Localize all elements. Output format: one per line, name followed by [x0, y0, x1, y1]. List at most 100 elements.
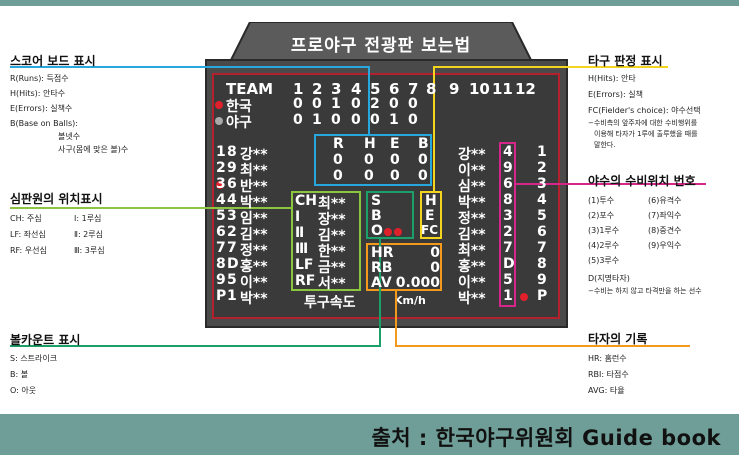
- umpire-position: Ⅲ: [295, 241, 309, 257]
- judge-label: H: [425, 193, 437, 209]
- rhe-value: 0: [390, 152, 400, 168]
- lineup-name: 박**: [458, 195, 486, 211]
- lineup-name: 박**: [240, 195, 268, 211]
- stat-label: AV: [371, 275, 392, 291]
- inning-score: 0: [293, 112, 303, 128]
- lineup-name: 정**: [240, 243, 268, 259]
- judge-anno-title: 타구 판정 표시: [588, 54, 663, 68]
- lineup-order: 1: [216, 144, 226, 160]
- lineup-name: 정**: [458, 211, 486, 227]
- judge-anno-line: H(Hits): 안타: [588, 74, 636, 83]
- lineup-order: 4: [537, 192, 547, 208]
- umpire-name: 한**: [318, 244, 346, 260]
- count-label: S: [371, 193, 382, 209]
- left-batter-marker: [216, 181, 224, 189]
- umpire-anno-line: CH: 주심: [10, 214, 42, 223]
- judge-anno-line: −수비측의 앞주자에 대한 수비행위를: [588, 119, 698, 127]
- stat-label: HR: [371, 245, 394, 261]
- umpire-highlight: [291, 191, 361, 291]
- judge-anno-line: 말한다.: [594, 141, 616, 149]
- lineup-order: 4: [216, 192, 226, 208]
- stat-value: 0: [430, 260, 440, 276]
- lineup-order: 1: [537, 144, 547, 160]
- count-anno-line: S: 스트라이크: [10, 354, 58, 363]
- lineup-order: 5: [537, 208, 547, 224]
- position-anno-line: (3)1루수: [588, 226, 620, 235]
- rhe-value: 0: [364, 152, 374, 168]
- lineup-position: 5: [227, 272, 237, 288]
- rhe-value: 0: [390, 168, 400, 184]
- lineup-position: 5: [503, 272, 513, 288]
- inning-number: 10: [469, 80, 490, 98]
- lineup-order: P: [537, 288, 548, 304]
- count-label: O: [371, 223, 383, 239]
- lineup-order: 9: [216, 272, 226, 288]
- count-highlight: [366, 191, 414, 239]
- inning-score: 0: [312, 96, 322, 112]
- count-anno-title: 볼카운트 표시: [10, 333, 81, 347]
- team2-name: 야구: [226, 115, 252, 131]
- lineup-name: 이**: [458, 163, 486, 179]
- inning-number: 3: [331, 80, 342, 98]
- inning-score: 0: [370, 112, 380, 128]
- inning-number: 9: [449, 80, 460, 98]
- inning-score: 1: [312, 112, 322, 128]
- lineup-order: 7: [216, 240, 226, 256]
- out-dot-1: [384, 228, 392, 236]
- umpire-position: LF: [295, 257, 314, 273]
- lineup-position: 6: [503, 176, 513, 192]
- lineup-name: 홍**: [240, 259, 268, 275]
- umpire-position: Ⅰ: [295, 209, 301, 225]
- lineup-order: 6: [537, 224, 547, 240]
- judge-label: E: [425, 208, 435, 224]
- lineup-name: 김**: [458, 227, 486, 243]
- lineup-position: 4: [503, 144, 513, 160]
- count-label: B: [371, 208, 382, 224]
- inning-number: 11: [492, 80, 513, 98]
- batter-anno-line: HR: 홈런수: [588, 354, 627, 363]
- scoreboard-anno-line: H(Hits): 안타수: [10, 89, 66, 98]
- speed-unit: Km/h: [394, 294, 426, 307]
- lineup-order: 8: [537, 256, 547, 272]
- rhe-value: 0: [418, 152, 428, 168]
- judge-anno-line: FC(Fielder's choice): 야수선택: [588, 106, 701, 115]
- lineup-order: 6: [216, 224, 226, 240]
- umpire-name: 장**: [318, 212, 346, 228]
- lineup-name: 이**: [240, 275, 268, 291]
- inning-score: 1: [331, 96, 341, 112]
- judge-label: FC: [421, 223, 439, 237]
- inning-number: 2: [312, 80, 323, 98]
- lineup-position: D: [503, 256, 515, 272]
- inning-score: 0: [408, 96, 418, 112]
- inning-number: 12: [515, 80, 536, 98]
- position-anno-line: (6)유격수: [648, 196, 682, 205]
- top-strip: [0, 0, 739, 6]
- inning-score: 0: [389, 96, 399, 112]
- stats-highlight: [366, 243, 442, 291]
- inning-score: 1: [389, 112, 399, 128]
- rhe-label: E: [390, 136, 400, 152]
- umpire-name: 서**: [318, 276, 346, 292]
- lineup-position: 7: [503, 240, 513, 256]
- position-anno-line: (2)포수: [588, 211, 615, 220]
- lineup-position: 8: [503, 192, 513, 208]
- lineup-position: D: [227, 256, 239, 272]
- umpire-anno-line: LF: 좌선심: [10, 230, 46, 239]
- position-anno-title: 야수의 수비위치 번호: [588, 174, 696, 188]
- batter-anno-line: RBI: 타점수: [588, 370, 629, 379]
- batter-anno-line: AVG: 타율: [588, 386, 625, 395]
- umpire-anno-line: RF: 우선심: [10, 246, 47, 255]
- position-highlight: [499, 142, 516, 307]
- judge-anno-line: E(Errors): 실책: [588, 90, 643, 99]
- lineup-order: P: [216, 288, 227, 304]
- scoreboard-anno-line: E(Errors): 실책수: [10, 104, 73, 113]
- lineup-order: 3: [216, 176, 226, 192]
- inning-score: 0: [331, 112, 341, 128]
- lineup-order: 5: [216, 208, 226, 224]
- scoreboard-anno-title: 스코어 보드 표시: [10, 54, 96, 68]
- scoreboard: [212, 73, 560, 319]
- title-tab: [228, 22, 534, 66]
- lineup-name: 홍**: [458, 259, 486, 275]
- umpire-anno-title: 심판원의 위치표시: [10, 192, 103, 206]
